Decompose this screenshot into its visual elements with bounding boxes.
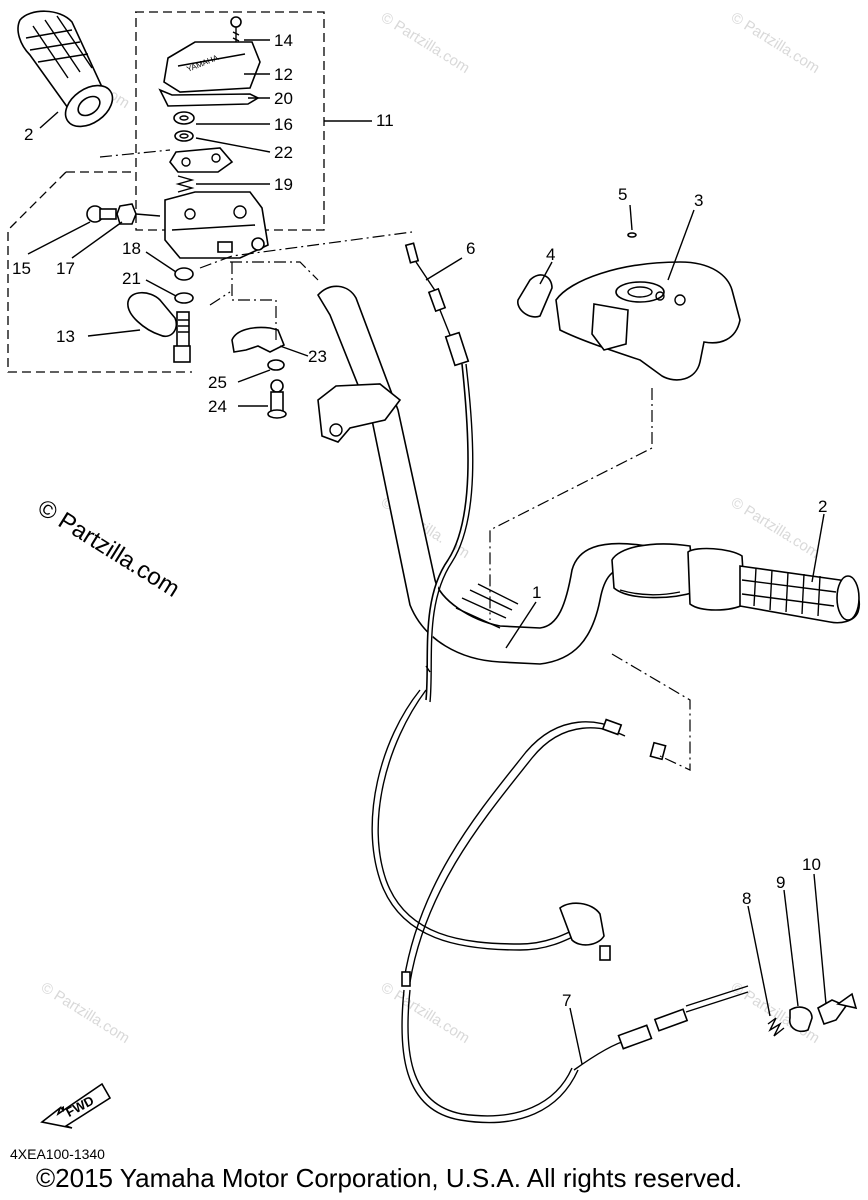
copyright-notice: ©2015 Yamaha Motor Corporation, U.S.A. A… <box>36 1163 743 1193</box>
callout-10: 10 <box>802 855 821 874</box>
throttle-cable-part <box>404 242 474 703</box>
callout-1: 1 <box>532 583 541 602</box>
watermark-text: © Partzilla.com <box>38 979 133 1047</box>
callout-16: 16 <box>274 115 293 134</box>
callout-20: 20 <box>274 89 293 108</box>
switch-housing-parts: YAMAHA <box>158 16 269 259</box>
lever-parts <box>127 267 194 363</box>
watermark-text: © Partzilla.com <box>728 9 823 77</box>
watermark-group: © Partzilla.com © Partzilla.com © Partzi… <box>38 9 823 1047</box>
brake-cable-end-part <box>573 985 858 1071</box>
watermark-text: © Partzilla.com <box>378 979 473 1047</box>
cable-loop-part <box>371 689 667 1124</box>
callout-23: 23 <box>308 347 327 366</box>
callout-11: 11 <box>376 111 394 130</box>
callout-7: 7 <box>562 991 571 1010</box>
callout-3: 3 <box>694 191 703 210</box>
fwd-arrow-icon: FWD <box>40 1082 112 1129</box>
bolt-nut-parts <box>86 203 161 225</box>
callout-17: 17 <box>56 259 75 278</box>
callout-labels: 2 14 12 20 11 16 22 19 15 17 18 21 13 23… <box>12 31 827 1010</box>
clamp-parts <box>231 326 287 419</box>
callout-14: 14 <box>274 31 293 50</box>
callout-25: 25 <box>208 373 227 392</box>
callout-22: 22 <box>274 143 293 162</box>
diagram-code: 4XEA100-1340 <box>10 1146 105 1162</box>
callout-15: 15 <box>12 259 31 278</box>
right-grip-part <box>687 547 860 624</box>
callout-4: 4 <box>546 245 555 264</box>
watermark-large: © Partzilla.com <box>33 494 184 603</box>
callout-2-left: 2 <box>24 125 33 144</box>
left-grip-part <box>17 10 114 128</box>
reference-lines <box>99 149 691 771</box>
callout-8: 8 <box>742 889 751 908</box>
callout-5: 5 <box>618 185 627 204</box>
callout-13: 13 <box>56 327 75 346</box>
callout-21: 21 <box>122 269 141 288</box>
watermark-text: © Partzilla.com <box>728 494 823 562</box>
callout-12: 12 <box>274 65 293 84</box>
callout-9: 9 <box>776 873 785 892</box>
callout-6: 6 <box>466 239 475 258</box>
callout-24: 24 <box>208 397 227 416</box>
callout-18: 18 <box>122 239 141 258</box>
callout-2-right: 2 <box>818 497 827 516</box>
throttle-case-part <box>517 232 741 381</box>
handlebar-part <box>317 285 696 665</box>
callout-19: 19 <box>274 175 293 194</box>
switch-assembly-outline <box>7 11 372 373</box>
leader-lines <box>27 39 827 1065</box>
watermark-text: © Partzilla.com <box>378 9 473 77</box>
